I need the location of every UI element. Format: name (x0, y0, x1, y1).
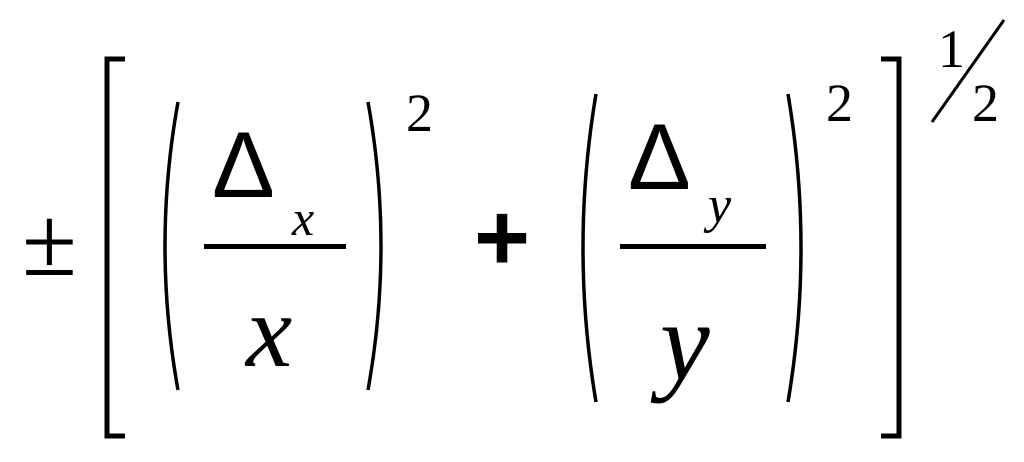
outer-exponent-numerator: 1 (938, 19, 965, 79)
outer-exponent-denominator: 2 (972, 73, 999, 133)
delta-x-subscript: x (292, 190, 315, 246)
plus-sign: + (474, 184, 531, 291)
power-y: 2 (826, 73, 853, 133)
power-x: 2 (406, 83, 433, 143)
delta-y-subscript: y (708, 177, 732, 234)
denominator-x: x (246, 274, 293, 389)
right-square-bracket (881, 56, 902, 439)
delta-x-symbol: Δ (212, 112, 275, 217)
outer-exponent-slash (930, 19, 1006, 123)
fraction-bar-x (204, 244, 346, 249)
left-parenthesis-x (163, 101, 180, 391)
delta-y-symbol: Δ (628, 104, 691, 209)
denominator-y: y (660, 280, 710, 404)
left-parenthesis-y (581, 93, 598, 403)
plus-minus-sign: ± (22, 186, 77, 297)
right-parenthesis-y (786, 93, 803, 403)
right-parenthesis-x (366, 101, 383, 391)
left-square-bracket (104, 56, 125, 439)
fraction-bar-y (620, 244, 766, 249)
